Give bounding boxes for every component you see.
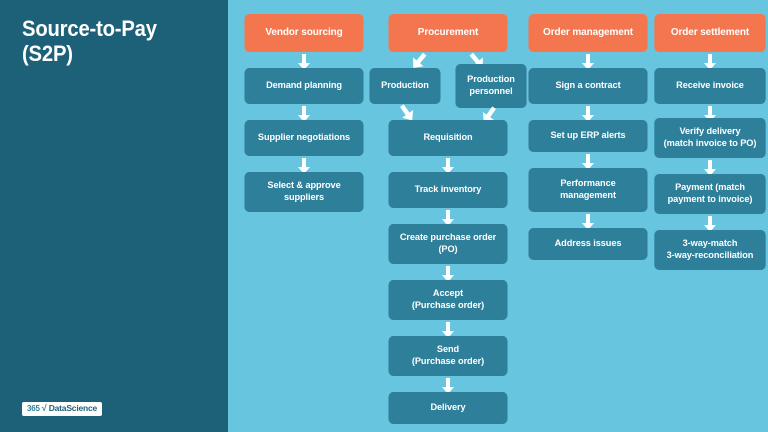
title-panel: Source-to-Pay (S2P) 365 √ DataScience [0,0,228,432]
node-demand-planning[interactable]: Demand planning [244,68,364,104]
arrow-down-icon [441,158,455,174]
node-set-up-erp-alerts[interactable]: Set up ERP alerts [528,120,648,152]
node-create-purchase-order[interactable]: Create purchase order (PO) [388,224,508,264]
arrow-down-icon [297,54,311,70]
node-receive-invoice[interactable]: Receive invoice [654,68,766,104]
node-address-issues[interactable]: Address issues [528,228,648,260]
arrow-down-right-icon [394,100,419,125]
node-track-inventory[interactable]: Track inventory [388,172,508,208]
arrow-down-icon [441,322,455,338]
node-label: Vendor sourcing [265,26,343,38]
node-header-vendor-sourcing[interactable]: Vendor sourcing [244,14,364,52]
node-requisition[interactable]: Requisition [388,120,508,156]
node-label: Send (Purchase order) [411,344,485,367]
node-delivery[interactable]: Delivery [388,392,508,424]
column-order-settlement: Order settlement Receive invoice Verify … [652,0,768,432]
node-label: Demand planning [266,80,342,92]
arrow-down-icon [703,216,717,232]
node-supplier-negotiations[interactable]: Supplier negotiations [244,120,364,156]
brand-logo: 365 √ DataScience [22,402,103,416]
column-order-management: Order management Sign a contract Set up … [526,0,650,432]
node-label: Select & approve suppliers [267,180,341,203]
node-label: Performance management [560,178,616,201]
node-production-personnel[interactable]: Production personnel [455,64,527,108]
node-label: Create purchase order (PO) [399,232,497,255]
arrow-down-icon [441,378,455,394]
node-label: Track inventory [414,184,482,196]
node-label: Production personnel [467,74,515,97]
brand-separator-icon: √ [41,403,47,413]
node-label: Procurement [417,26,479,38]
arrow-down-left-icon [476,102,501,127]
arrow-down-icon [297,106,311,122]
node-verify-delivery[interactable]: Verify delivery (match invoice to PO) [654,118,766,158]
node-label: Receive invoice [676,80,744,92]
arrow-down-left-icon [406,48,431,73]
brand-word: DataScience [48,403,98,414]
node-label: Order settlement [670,26,750,38]
arrow-down-icon [581,106,595,122]
arrow-down-icon [441,210,455,226]
page-title: Source-to-Pay (S2P) [22,16,157,67]
node-label: Delivery [430,402,466,414]
node-send-purchase-order[interactable]: Send (Purchase order) [388,336,508,376]
node-label: 3-way-match 3-way-reconciliation [666,238,754,261]
brand-number: 365 [27,403,40,413]
node-label: Verify delivery (match invoice to PO) [663,126,757,149]
node-label: Payment (match payment to invoice) [667,182,753,205]
arrow-down-icon [441,266,455,282]
node-label: Supplier negotiations [257,132,351,144]
arrow-down-icon [297,158,311,174]
arrow-down-icon [581,154,595,170]
node-label: Set up ERP alerts [550,130,626,142]
arrow-down-icon [581,54,595,70]
node-label: Requisition [423,132,473,144]
node-performance-management[interactable]: Performance management [528,168,648,212]
node-header-order-management[interactable]: Order management [528,14,648,52]
arrow-down-icon [581,214,595,230]
flow-diagram: Vendor sourcing Demand planning Supplier… [228,0,768,432]
node-sign-a-contract[interactable]: Sign a contract [528,68,648,104]
node-label: Production [381,80,429,92]
column-vendor-sourcing: Vendor sourcing Demand planning Supplier… [242,0,366,432]
node-label: Accept (Purchase order) [411,288,485,311]
node-payment-match[interactable]: Payment (match payment to invoice) [654,174,766,214]
column-procurement: Procurement Production Production person… [368,0,528,432]
node-three-way-match[interactable]: 3-way-match 3-way-reconciliation [654,230,766,270]
node-select-approve-suppliers[interactable]: Select & approve suppliers [244,172,364,212]
node-accept-purchase-order[interactable]: Accept (Purchase order) [388,280,508,320]
node-label: Sign a contract [555,80,621,92]
arrow-down-icon [703,160,717,176]
node-header-procurement[interactable]: Procurement [388,14,508,52]
node-header-order-settlement[interactable]: Order settlement [654,14,766,52]
arrow-down-icon [703,54,717,70]
node-label: Order management [543,26,633,38]
node-production[interactable]: Production [369,68,441,104]
node-label: Address issues [554,238,622,250]
